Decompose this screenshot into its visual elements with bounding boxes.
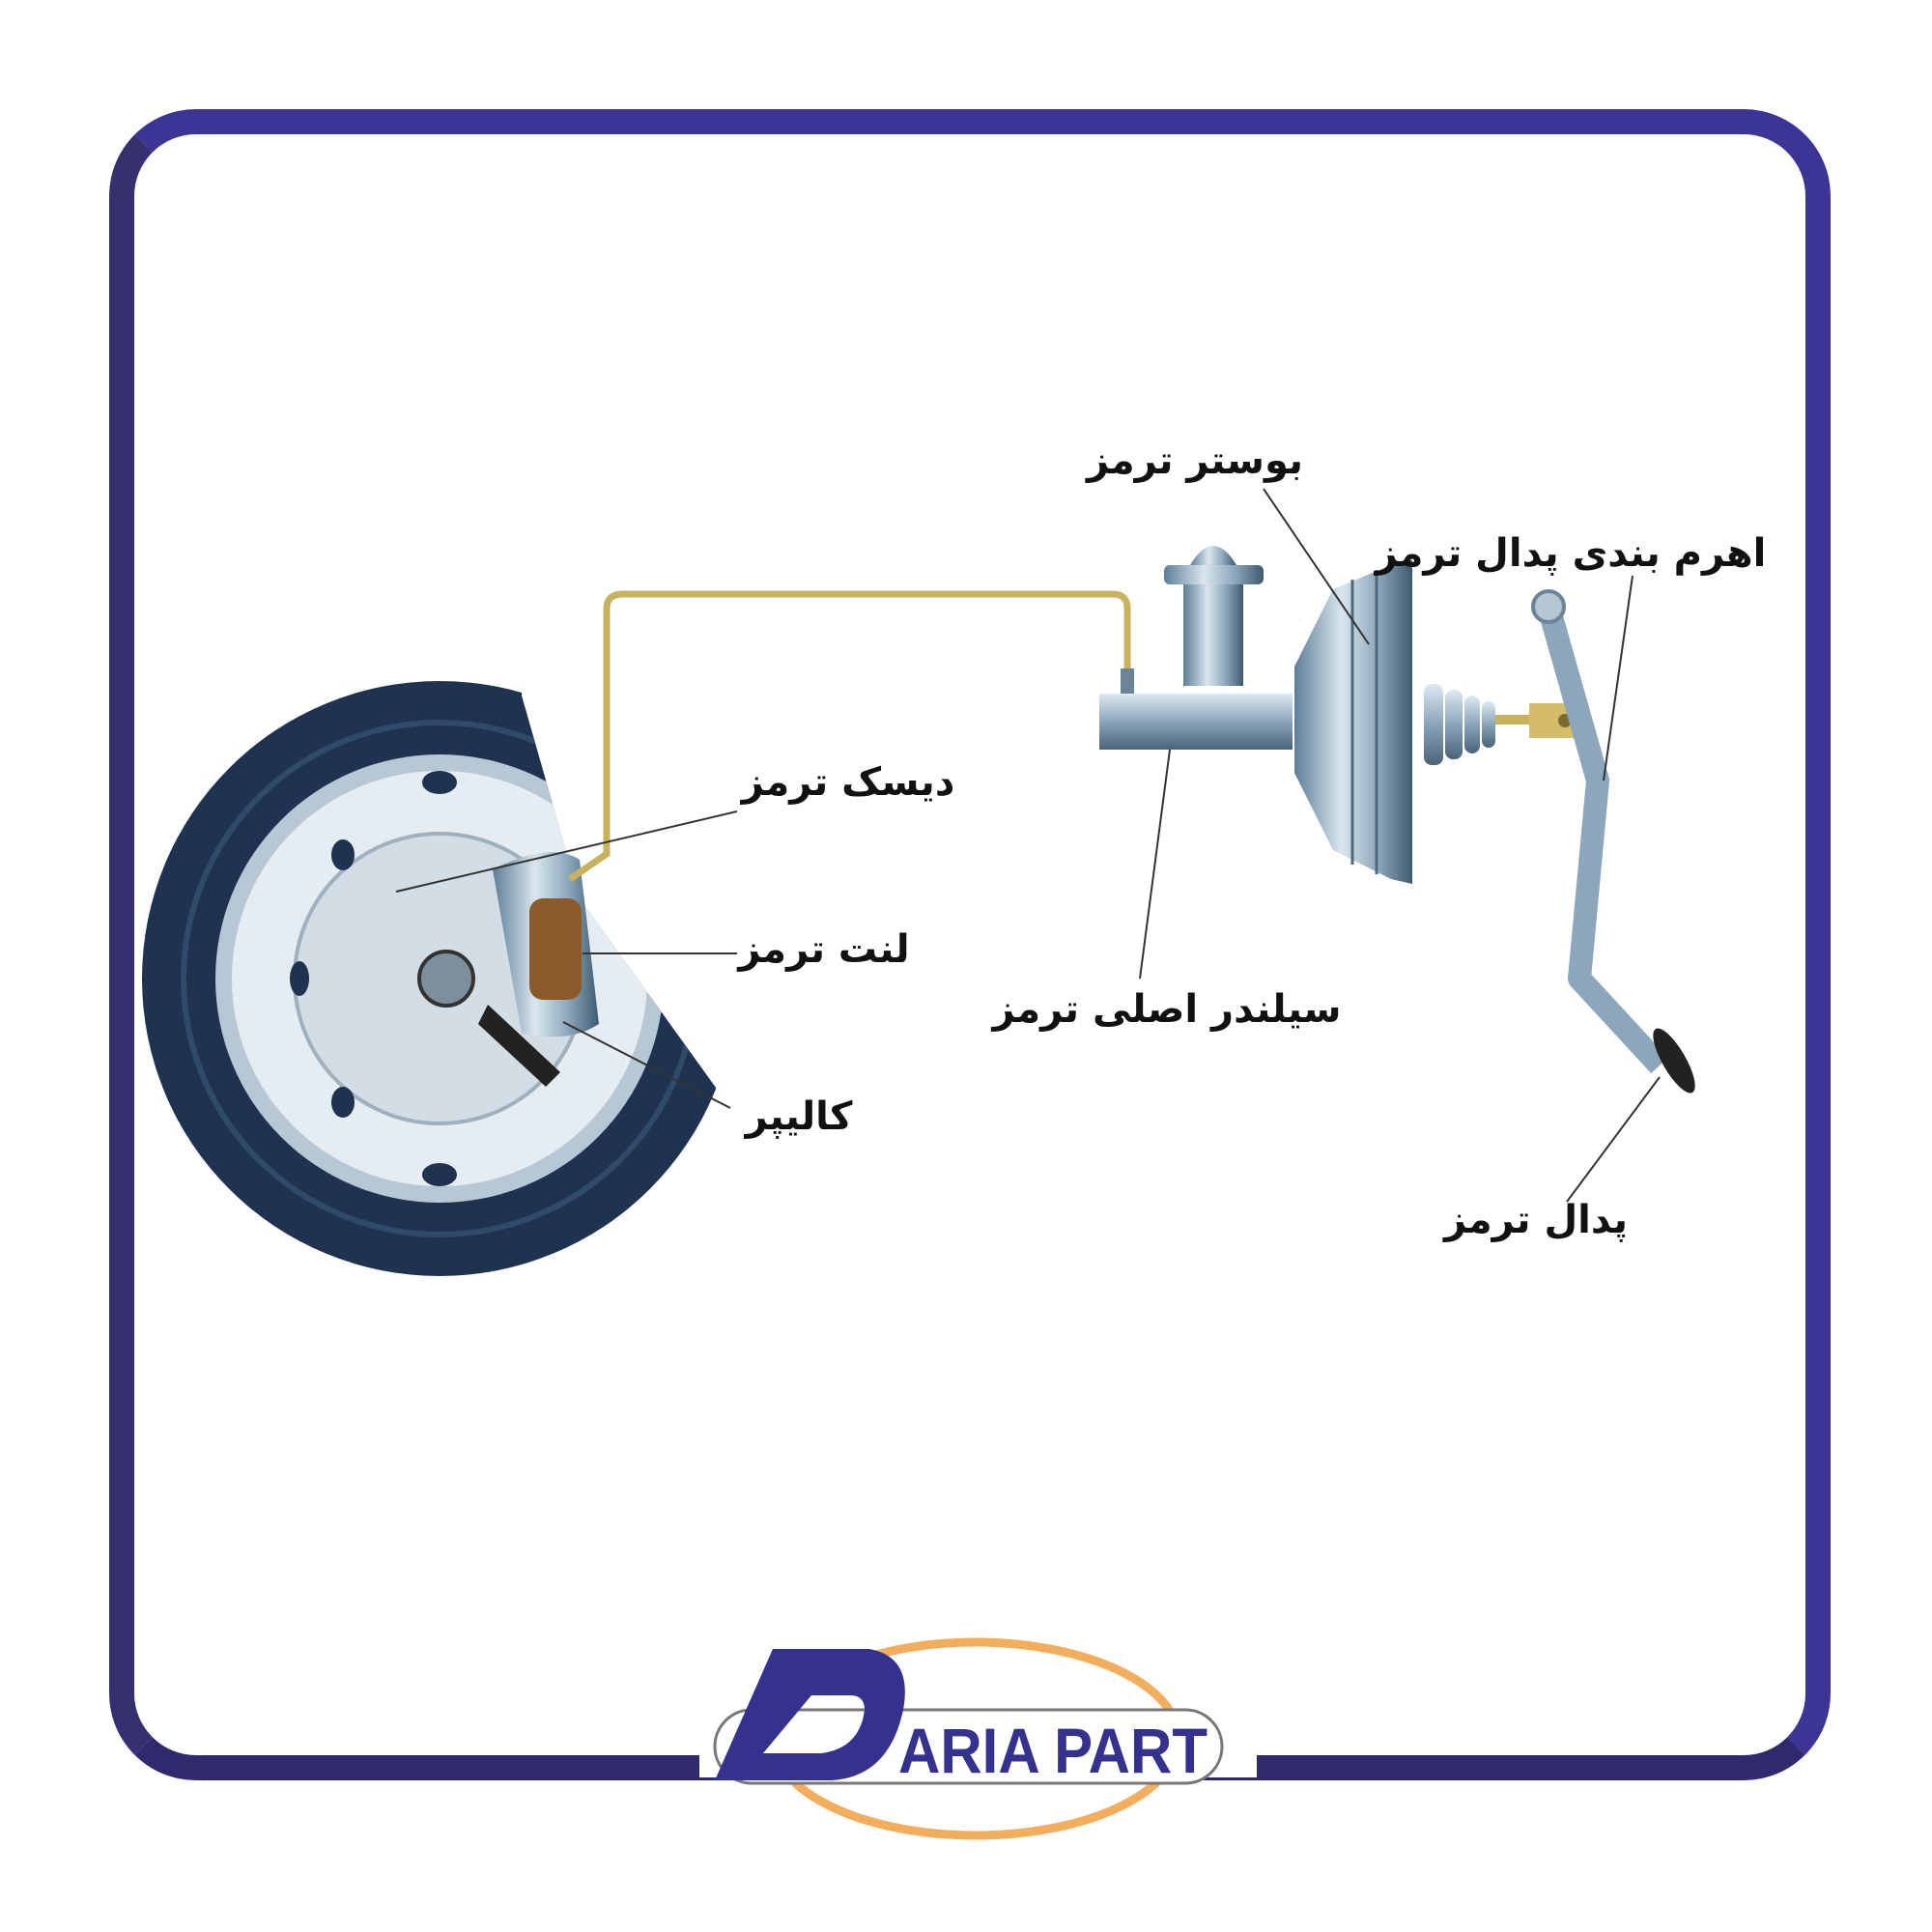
brake-line xyxy=(568,590,1131,882)
daria-part-logo: ARIA PART xyxy=(713,1637,1224,1840)
svg-text:ARIA PART: ARIA PART xyxy=(898,1715,1208,1786)
frame-border xyxy=(109,109,1831,1780)
pedal-pad xyxy=(1653,1028,1695,1094)
label-brake-disc: دیسک ترمز xyxy=(741,760,955,805)
label-brake-booster: بوستر ترمز xyxy=(1086,439,1304,483)
pedal-arm xyxy=(1537,603,1668,1074)
brake-pad-shape xyxy=(529,898,582,1000)
master-cylinder-shape xyxy=(1099,546,1293,750)
label-brake-pedal: پدال ترمز xyxy=(1443,1198,1629,1242)
brake-booster-shape xyxy=(1294,560,1412,884)
label-brake-pad: لنت ترمز xyxy=(738,927,910,972)
label-caliper: کالیپر xyxy=(745,1094,853,1139)
wheel xyxy=(142,681,737,1276)
label-master-cylinder: سیلندر اصلی ترمز xyxy=(992,987,1342,1032)
pushrod-spring xyxy=(1424,684,1579,765)
label-pedal-linkage: اهرم بندی پدال ترمز xyxy=(1375,531,1767,576)
leader-lines xyxy=(395,488,1661,1203)
caliper-shape xyxy=(478,1005,560,1087)
